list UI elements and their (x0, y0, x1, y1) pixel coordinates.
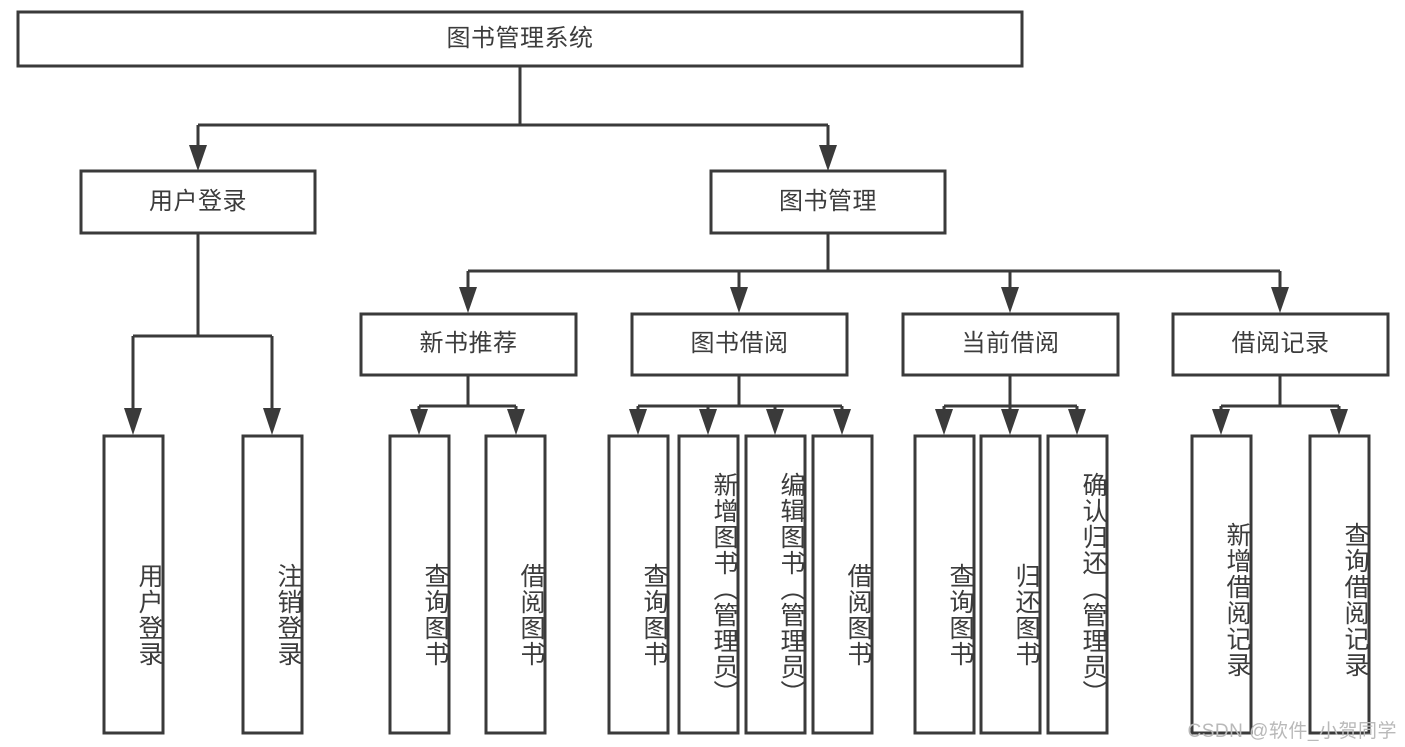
csdn-watermark: CSDN @软件_小贺同学 (1187, 721, 1397, 742)
arrow-head-current-borrow (1001, 287, 1019, 313)
connector-new-book-recommend-to-leaves (410, 375, 525, 435)
connector-book-management-to-level3 (459, 233, 1289, 313)
arrow-head-leaf-query-book-1 (410, 409, 428, 435)
arrow-head-leaf-query-book-3 (935, 409, 953, 435)
node-box-leaf-add-borrow-record[interactable] (1190, 434, 1253, 735)
node-box-leaf-borrow-book-2[interactable] (811, 434, 874, 735)
arrow-head-leaf-borrow-book-1 (507, 409, 525, 435)
arrow-head-leaf-add-book-admin (699, 409, 717, 435)
node-box-leaf-logout-login[interactable] (241, 434, 304, 735)
node-box-leaf-add-book-admin[interactable] (677, 434, 740, 735)
arrow-head-borrow-record (1271, 287, 1289, 313)
node-box-borrow-record[interactable] (1171, 312, 1390, 377)
node-box-book-management[interactable] (709, 169, 947, 235)
arrow-head-leaf-confirm-return-admin (1068, 409, 1086, 435)
node-box-leaf-query-borrow-record[interactable] (1308, 434, 1371, 735)
node-box-leaf-return-book[interactable] (979, 434, 1042, 735)
arrow-head-leaf-add-borrow-record (1212, 409, 1230, 435)
node-box-current-borrow[interactable] (901, 312, 1120, 377)
arrow-head-leaf-query-borrow-record (1330, 409, 1348, 435)
connector-user-login-to-leaves (124, 233, 281, 435)
node-box-leaf-query-book-2[interactable] (607, 434, 670, 735)
arrow-head-user-login (189, 145, 207, 171)
node-box-leaf-query-book-3[interactable] (913, 434, 976, 735)
arrow-head-leaf-logout-login (263, 408, 281, 435)
arrow-head-leaf-borrow-book-2 (833, 409, 851, 435)
connector-book-borrow-to-leaves (629, 375, 851, 435)
node-box-new-book-recommend[interactable] (359, 312, 578, 377)
arrow-head-leaf-query-book-2 (629, 409, 647, 435)
arrow-head-leaf-return-book (1001, 409, 1019, 435)
connector-borrow-record-to-leaves (1212, 375, 1348, 435)
node-box-user-login[interactable] (79, 169, 317, 235)
connector-root-to-level2 (189, 66, 837, 171)
node-box-leaf-query-book-1[interactable] (388, 434, 451, 735)
arrow-head-new-book-recommend (459, 287, 477, 313)
arrow-head-leaf-edit-book-admin (766, 409, 784, 435)
node-box-leaf-edit-book-admin[interactable] (744, 434, 807, 735)
connector-current-borrow-to-leaves (935, 375, 1086, 435)
node-box-book-borrow[interactable] (630, 312, 849, 377)
node-box-leaf-user-login[interactable] (102, 434, 165, 735)
arrow-head-leaf-user-login (124, 408, 142, 435)
arrow-head-book-management (819, 145, 837, 171)
node-box-leaf-confirm-return-admin[interactable] (1046, 434, 1109, 735)
node-box-leaf-borrow-book-1[interactable] (484, 434, 547, 735)
node-box-root[interactable] (16, 10, 1024, 68)
arrow-head-book-borrow (730, 287, 748, 313)
